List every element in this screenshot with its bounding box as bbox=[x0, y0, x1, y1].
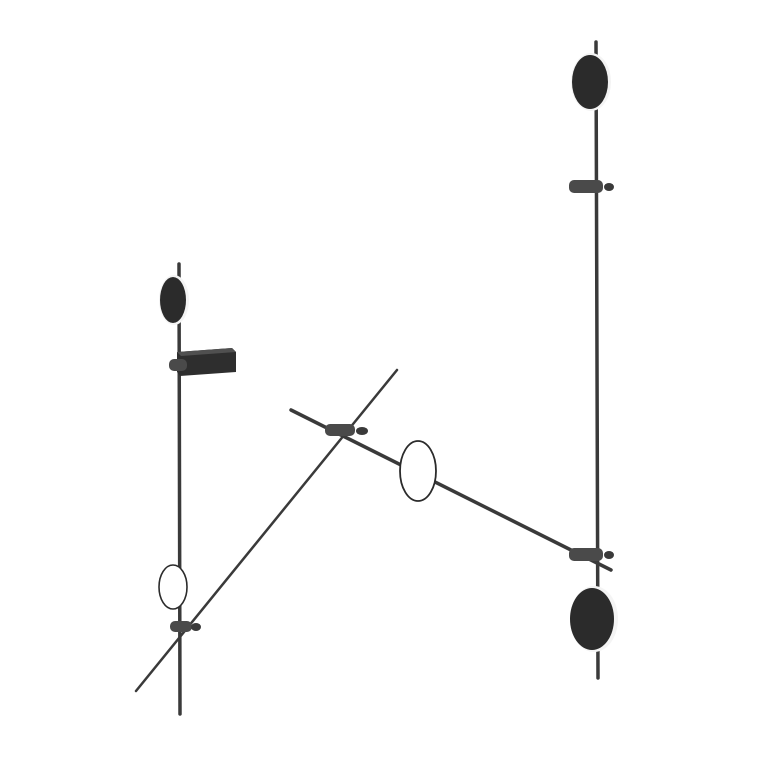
right-top-dark-disc bbox=[571, 53, 611, 111]
right-vertical-rod bbox=[594, 40, 600, 680]
left-bracket-block bbox=[169, 348, 236, 376]
left-lower-ring bbox=[158, 564, 188, 610]
right-upper-clamp bbox=[569, 180, 614, 193]
left-top-dark-disc bbox=[159, 275, 189, 325]
right-lower-clamp bbox=[569, 548, 614, 561]
left-lower-clamp bbox=[170, 621, 201, 632]
shallow-diagonal-rod bbox=[289, 408, 613, 572]
left-vertical-rod bbox=[177, 262, 182, 716]
right-bottom-dark-disc bbox=[570, 586, 618, 652]
middle-ring bbox=[399, 440, 437, 502]
cross-clamp bbox=[325, 424, 368, 436]
long-diagonal-rod bbox=[134, 368, 399, 693]
